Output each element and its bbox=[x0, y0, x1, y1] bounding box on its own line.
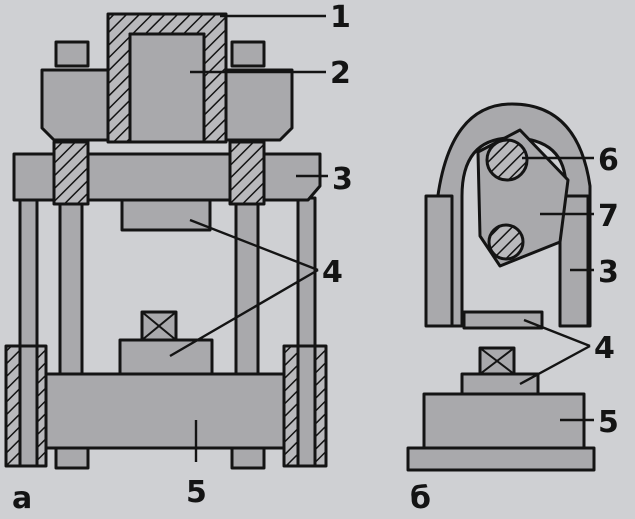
label-part-5-b: 5 bbox=[598, 405, 619, 440]
view-label-b: б bbox=[410, 481, 431, 516]
label-part-3-b: 3 bbox=[598, 255, 619, 290]
upper-die-part-4 bbox=[120, 198, 212, 232]
label-part-6: 6 bbox=[598, 143, 619, 178]
piston-part-2 bbox=[128, 32, 206, 144]
base-b-part-5 bbox=[422, 392, 586, 452]
label-part-7: 7 bbox=[598, 199, 619, 234]
label-part-1: 1 bbox=[330, 0, 351, 35]
view-a-press bbox=[4, 12, 328, 470]
lower-die-part-4 bbox=[118, 338, 214, 376]
base-part-5 bbox=[38, 372, 292, 450]
label-part-4-b: 4 bbox=[594, 331, 615, 366]
lower-die-b-part-4 bbox=[460, 372, 540, 396]
label-part-5-a: 5 bbox=[186, 475, 207, 510]
upper-die-b-part-4 bbox=[462, 310, 544, 330]
pin-lower-part-6 bbox=[487, 223, 525, 261]
view-label-a: а bbox=[12, 481, 32, 516]
pin-upper-part-6 bbox=[485, 138, 529, 182]
label-part-2: 2 bbox=[330, 56, 351, 91]
label-part-4-a: 4 bbox=[322, 255, 343, 290]
view-b-press bbox=[406, 102, 596, 472]
label-part-3-a: 3 bbox=[332, 162, 353, 197]
